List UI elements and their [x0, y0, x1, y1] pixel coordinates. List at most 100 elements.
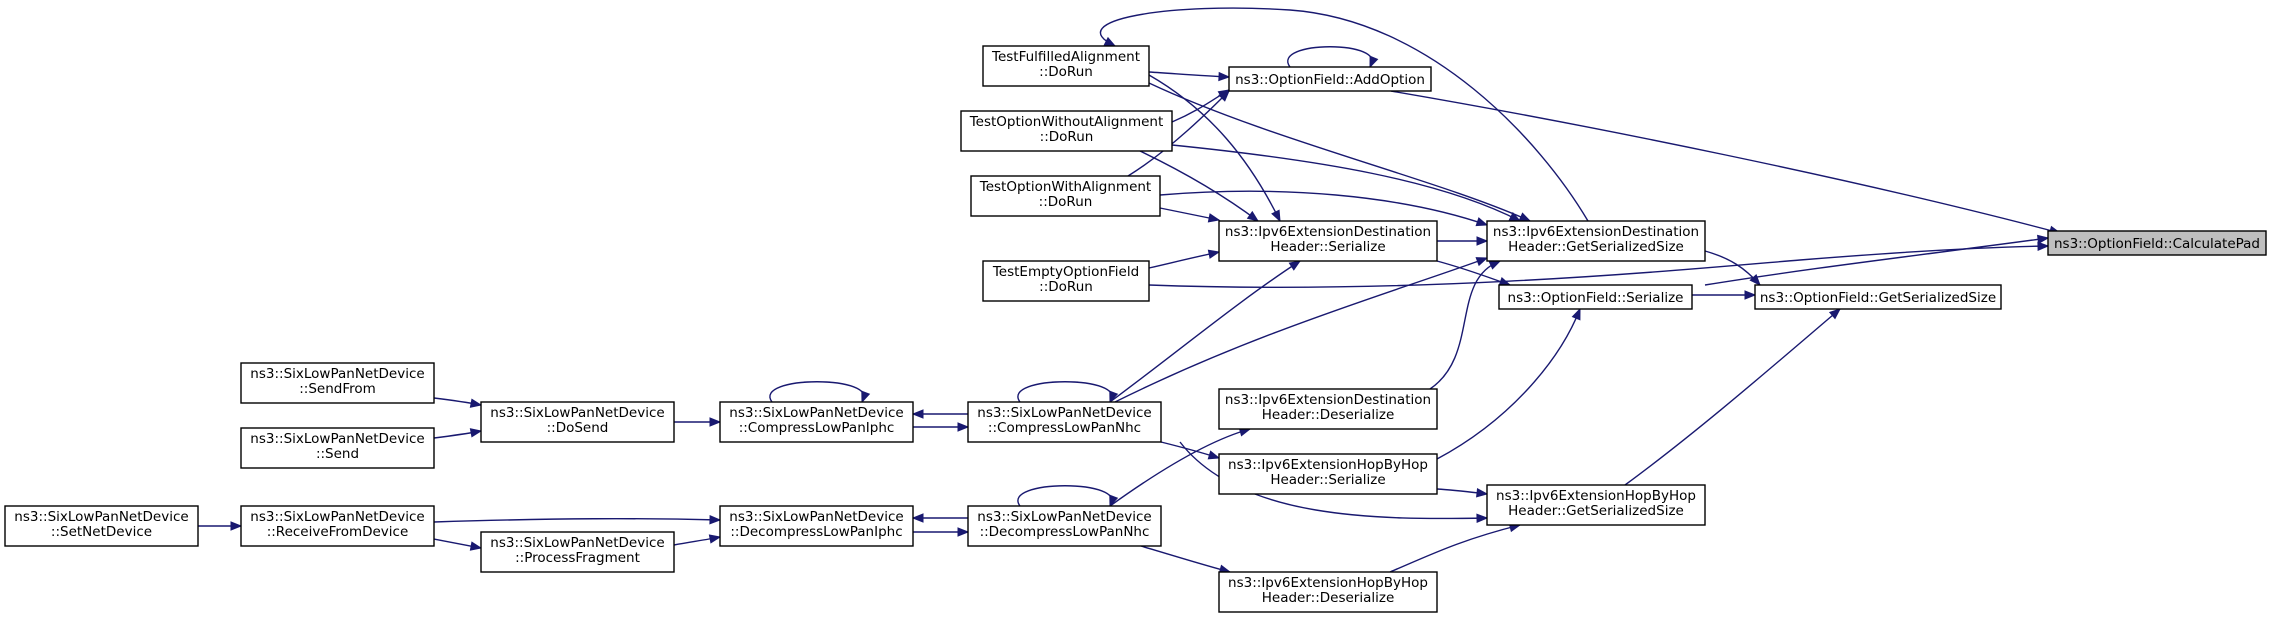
- edges-layer: [198, 7, 2062, 574]
- node-label-line: ::CompressLowPanIphc: [739, 420, 895, 436]
- node-label-line: ::SendFrom: [299, 381, 376, 397]
- edge-ext-dest-serialize-to-ext-dest-getsersize: [1437, 236, 1489, 246]
- edge-dosend-to-compress-iphc: [674, 417, 722, 427]
- edge-compress-nhc-to-compress-iphc: [911, 409, 968, 419]
- edge-ext-dest-serialize-to-optfield-serialize: [1436, 260, 1512, 286]
- node-label-line: TestFulfilledAlignment: [991, 49, 1140, 65]
- edge-compress-nhc-to-compress-nhc: [1017, 381, 1119, 404]
- node-label-line: Header::Deserialize: [1262, 590, 1395, 606]
- edge-test-empty-to-ext-dest-serialize: [1148, 249, 1221, 269]
- node-label-line: Header::GetSerializedSize: [1508, 239, 1684, 255]
- edge-ext-hop-getsersize-to-optfield-getsersize: [1624, 308, 1842, 486]
- node-label-line: ns3::Ipv6ExtensionDestination: [1225, 224, 1431, 240]
- node-label-line: ns3::OptionField::Serialize: [1508, 290, 1684, 306]
- node-label-line: ::DoRun: [1039, 279, 1093, 295]
- node-dosend[interactable]: ns3::SixLowPanNetDevice::DoSend: [480, 401, 675, 443]
- node-label-line: ns3::OptionField::CalculatePad: [2054, 236, 2260, 252]
- node-test-fulfilled[interactable]: TestFulfilledAlignment::DoRun: [982, 45, 1150, 87]
- edge-compress-iphc-to-compress-nhc: [913, 422, 970, 432]
- edge-decompress-nhc-to-decompress-iphc: [911, 513, 968, 523]
- edge-addoption-to-calculatepad: [1390, 90, 2062, 235]
- node-compress-iphc[interactable]: ns3::SixLowPanNetDevice::CompressLowPanI…: [719, 401, 914, 443]
- node-label-line: ::DecompressLowPanIphc: [730, 524, 902, 540]
- node-label-line: Header::GetSerializedSize: [1508, 503, 1684, 519]
- node-test-empty[interactable]: TestEmptyOptionField::DoRun: [982, 260, 1150, 302]
- node-decompress-iphc[interactable]: ns3::SixLowPanNetDevice::DecompressLowPa…: [719, 505, 914, 547]
- node-ext-dest-getsersize[interactable]: ns3::Ipv6ExtensionDestinationHeader::Get…: [1486, 220, 1706, 262]
- node-send[interactable]: ns3::SixLowPanNetDevice::Send: [240, 427, 435, 469]
- node-label-line: ::Send: [316, 446, 359, 462]
- node-ext-dest-serialize[interactable]: ns3::Ipv6ExtensionDestinationHeader::Ser…: [1218, 220, 1438, 262]
- edge-compress-nhc-to-ext-hop-getsersize: [1179, 441, 1489, 523]
- edge-compress-nhc-to-ext-dest-serialize: [1109, 260, 1302, 403]
- node-label-line: ns3::SixLowPanNetDevice: [490, 535, 664, 551]
- node-ext-hop-serialize[interactable]: ns3::Ipv6ExtensionHopByHopHeader::Serial…: [1218, 453, 1438, 495]
- node-ext-hop-deserialize[interactable]: ns3::Ipv6ExtensionHopByHopHeader::Deseri…: [1218, 571, 1438, 613]
- node-label-line: ::CompressLowPanNhc: [988, 420, 1141, 436]
- edge-receivefromdevice-to-processfragment: [433, 538, 483, 551]
- nodes-layer: ns3::OptionField::CalculatePadns3::Optio…: [4, 45, 2267, 613]
- node-label-line: ::DoSend: [547, 420, 609, 436]
- node-label-line: ns3::SixLowPanNetDevice: [250, 431, 424, 447]
- edge-test-with-to-addoption: [1127, 90, 1230, 177]
- node-setnetdevice[interactable]: ns3::SixLowPanNetDevice::SetNetDevice: [4, 505, 199, 547]
- node-label-line: ns3::SixLowPanNetDevice: [977, 509, 1151, 525]
- node-label-line: ::ProcessFragment: [515, 550, 640, 566]
- node-decompress-nhc[interactable]: ns3::SixLowPanNetDevice::DecompressLowPa…: [967, 505, 1162, 547]
- node-label-line: ns3::SixLowPanNetDevice: [490, 405, 664, 421]
- node-label-line: Header::Serialize: [1270, 239, 1385, 255]
- edge-addoption-to-addoption: [1287, 46, 1379, 69]
- node-optfield-getsersize[interactable]: ns3::OptionField::GetSerializedSize: [1754, 284, 2002, 310]
- node-label-line: ns3::Ipv6ExtensionHopByHop: [1496, 488, 1696, 504]
- edge-test-without-to-ext-dest-getsersize: [1171, 144, 1522, 222]
- edge-optfield-getsersize-to-calculatepad: [1704, 234, 2050, 286]
- node-test-without[interactable]: TestOptionWithoutAlignment::DoRun: [960, 110, 1173, 152]
- node-label-line: ns3::Ipv6ExtensionHopByHop: [1228, 575, 1428, 591]
- edge-ext-hop-deserialize-to-ext-hop-getsersize: [1389, 523, 1522, 573]
- edge-ext-hop-serialize-to-optfield-serialize: [1436, 307, 1581, 460]
- node-label-line: ::DoRun: [1039, 194, 1093, 210]
- node-label-line: ::DoRun: [1040, 129, 1094, 145]
- edge-decompress-nhc-to-decompress-nhc: [1017, 485, 1119, 508]
- node-label-line: ns3::Ipv6ExtensionDestination: [1225, 392, 1431, 408]
- node-label-line: ns3::SixLowPanNetDevice: [729, 405, 903, 421]
- node-label-line: ns3::SixLowPanNetDevice: [250, 509, 424, 525]
- node-label-line: ns3::OptionField::AddOption: [1235, 72, 1425, 88]
- node-label-line: TestEmptyOptionField: [992, 264, 1139, 280]
- edge-processfragment-to-decompress-iphc: [673, 534, 722, 546]
- node-processfragment[interactable]: ns3::SixLowPanNetDevice::ProcessFragment: [480, 531, 675, 573]
- edge-test-fulfilled-to-ext-dest-serialize: [1148, 74, 1281, 223]
- edge-test-with-to-ext-dest-getsersize: [1159, 190, 1489, 227]
- node-optfield-serialize[interactable]: ns3::OptionField::Serialize: [1498, 284, 1693, 310]
- edge-decompress-nhc-to-ext-hop-deserialize: [1140, 545, 1232, 574]
- node-sendfrom[interactable]: ns3::SixLowPanNetDevice::SendFrom: [240, 362, 435, 404]
- edge-test-fulfilled-to-addoption: [1148, 71, 1231, 82]
- node-label-line: Header::Deserialize: [1262, 407, 1395, 423]
- node-addoption[interactable]: ns3::OptionField::AddOption: [1228, 66, 1432, 92]
- node-receivefromdevice[interactable]: ns3::SixLowPanNetDevice::ReceiveFromDevi…: [240, 505, 435, 547]
- node-label-line: ::ReceiveFromDevice: [267, 524, 409, 540]
- node-ext-dest-deserialize[interactable]: ns3::Ipv6ExtensionDestinationHeader::Des…: [1218, 388, 1438, 430]
- edge-test-empty-to-calculatepad: [1148, 241, 2050, 289]
- node-label-line: ns3::SixLowPanNetDevice: [977, 405, 1151, 421]
- edge-compress-iphc-to-compress-iphc: [769, 381, 871, 404]
- node-label-line: ns3::SixLowPanNetDevice: [729, 509, 903, 525]
- edge-test-without-to-ext-dest-serialize: [1139, 150, 1260, 222]
- node-label-line: ns3::Ipv6ExtensionHopByHop: [1228, 457, 1428, 473]
- edge-receivefromdevice-to-decompress-iphc: [433, 515, 722, 525]
- node-ext-hop-getsersize[interactable]: ns3::Ipv6ExtensionHopByHopHeader::GetSer…: [1486, 484, 1706, 526]
- edge-compress-nhc-to-ext-hop-serialize: [1160, 441, 1221, 460]
- edge-decompress-iphc-to-decompress-nhc: [913, 527, 970, 537]
- edge-ext-dest-deserialize-to-ext-dest-getsersize: [1429, 260, 1502, 390]
- edge-setnetdevice-to-receivefromdevice: [198, 521, 243, 531]
- node-label-line: ns3::Ipv6ExtensionDestination: [1493, 224, 1699, 240]
- node-calculatepad[interactable]: ns3::OptionField::CalculatePad: [2047, 230, 2267, 256]
- node-test-with[interactable]: TestOptionWithAlignment::DoRun: [970, 175, 1161, 217]
- node-label-line: ns3::SixLowPanNetDevice: [14, 509, 188, 525]
- edge-compress-nhc-to-ext-dest-getsersize: [1114, 257, 1489, 403]
- edge-ext-dest-getsersize-to-optfield-getsersize: [1704, 250, 1761, 286]
- edge-ext-dest-getsersize-to-calculatepad: [1099, 7, 1589, 222]
- node-label-line: Header::Serialize: [1270, 472, 1385, 488]
- node-compress-nhc[interactable]: ns3::SixLowPanNetDevice::CompressLowPanN…: [967, 401, 1162, 443]
